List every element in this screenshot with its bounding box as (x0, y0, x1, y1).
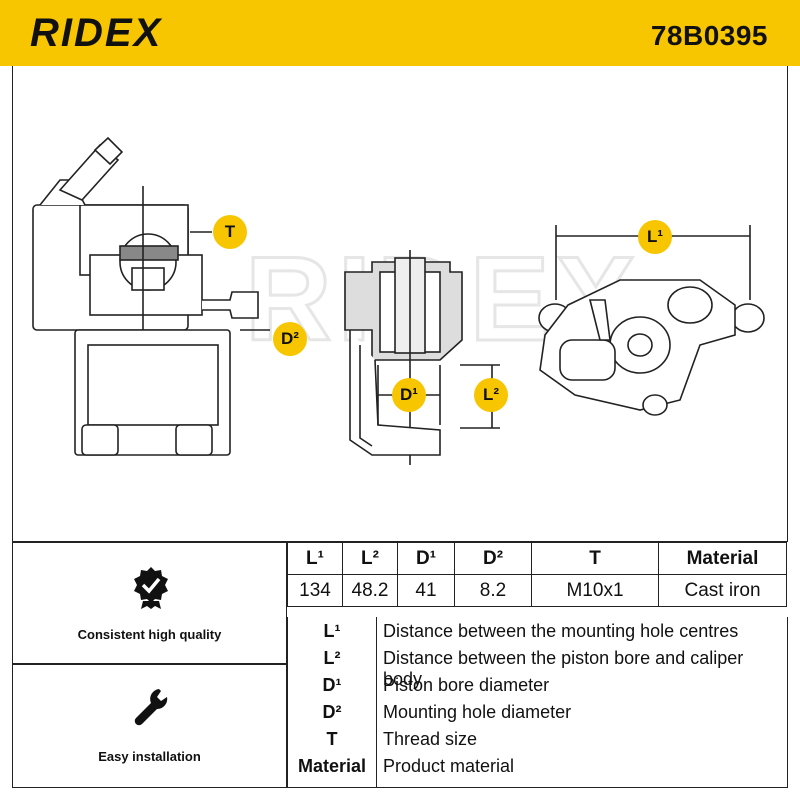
legend-row: L¹ Distance between the mounting hole ce… (288, 621, 787, 647)
legend-symbol: D¹ (322, 675, 342, 695)
callout-d1: D¹ (392, 378, 426, 412)
legend-divider (376, 617, 377, 788)
legend: L¹ Distance between the mounting hole ce… (287, 617, 788, 788)
specs-header: D¹ (397, 542, 455, 575)
specs-header: Material (658, 542, 787, 575)
legend-row: D² Mounting hole diameter (288, 702, 787, 728)
specs-header: T (531, 542, 659, 575)
caliper-section-view (344, 250, 500, 465)
legend-description: Thread size (383, 729, 478, 749)
legend-description: Piston bore diameter (383, 675, 550, 695)
caliper-front-view (538, 225, 765, 416)
specs-value: M10x1 (531, 574, 659, 607)
specs-value: 41 (397, 574, 455, 607)
legend-symbol: L² (323, 648, 341, 668)
feature-quality-label: Consistent high quality (77, 627, 222, 642)
legend-row: L² Distance between the piston bore and … (288, 648, 787, 689)
spec-section: Consistent high quality Easy installatio… (12, 542, 788, 788)
header-bar: RIDEX 78B0395 (0, 0, 800, 66)
svg-text:RIDEX: RIDEX (30, 14, 163, 52)
legend-description: Product material (383, 756, 515, 776)
specs-value-row: 134 48.2 41 8.2 M10x1 Cast iron (287, 574, 787, 607)
specs-header: L² (342, 542, 398, 575)
feature-installation: Easy installation (12, 664, 287, 788)
specs-header: D² (454, 542, 532, 575)
quality-badge-icon (134, 567, 168, 609)
caliper-drawings: RIDEX (32, 136, 765, 465)
callout-t: T (213, 215, 247, 249)
specs-value: 8.2 (454, 574, 532, 607)
legend-row: T Thread size (288, 729, 787, 755)
caliper-side-view (32, 136, 270, 456)
feature-installation-label: Easy installation (98, 749, 201, 764)
legend-description: Distance between the piston bore and cal… (383, 648, 744, 689)
legend-symbol: L¹ (323, 621, 341, 641)
specs-header: L¹ (287, 542, 343, 575)
legend-symbol: T (326, 729, 338, 749)
specs-value: 134 (287, 574, 343, 607)
part-number: 78B0395 (650, 20, 768, 51)
legend-row: D¹ Piston bore diameter (288, 675, 787, 701)
drawing-frame (12, 66, 788, 542)
specs-value: 48.2 (342, 574, 398, 607)
legend-symbol: Material (297, 756, 367, 776)
legend-row: Material Product material (288, 756, 787, 782)
specs-value: Cast iron (658, 574, 787, 607)
wrench-icon (134, 689, 168, 726)
callout-d2: D² (273, 322, 307, 356)
callout-l2: L² (474, 378, 508, 412)
ridex-logo: RIDEX (30, 14, 163, 52)
legend-description: Mounting hole diameter (383, 702, 572, 722)
specs-header-row: L¹ L² D¹ D² T Material (287, 542, 787, 575)
callout-l1: L¹ (638, 220, 672, 254)
specs-table: L¹ L² D¹ D² T Material 134 48.2 41 8.2 M… (287, 542, 787, 607)
legend-symbol: D² (322, 702, 342, 722)
legend-description: Distance between the mounting hole centr… (383, 621, 739, 641)
feature-quality: Consistent high quality (12, 542, 287, 664)
